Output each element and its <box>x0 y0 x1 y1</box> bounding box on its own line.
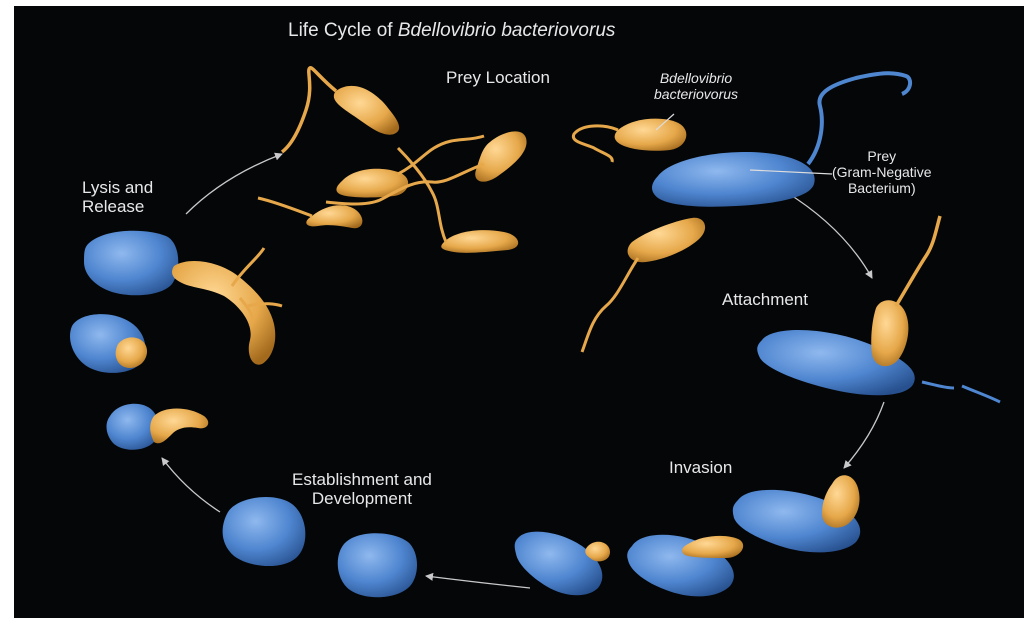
diagram-panel: Life Cycle of Bdellovibrio bacteriovorus… <box>14 6 1024 618</box>
label-predator-species: Bdellovibrio bacteriovorus <box>654 70 738 102</box>
predator-cell <box>441 230 518 253</box>
diagram-title: Life Cycle of Bdellovibrio bacteriovorus <box>288 20 615 42</box>
predator-cell <box>336 169 408 198</box>
label-lysis-release: Lysis and Release <box>82 178 153 216</box>
approaching-predator <box>582 218 705 352</box>
invasion-stage <box>515 475 861 596</box>
label-prey-location: Prey Location <box>446 68 550 87</box>
label-establishment: Establishment and Development <box>292 470 432 508</box>
arrow-establishment-to-lysis <box>162 458 220 512</box>
predator-cell <box>475 131 526 181</box>
predator-flagellum <box>282 68 336 152</box>
annotated-predator <box>573 114 686 162</box>
attachment-stage <box>757 216 1000 402</box>
predator-cell <box>306 205 362 228</box>
lysis-stage <box>70 231 282 450</box>
life-cycle-illustration <box>14 6 1024 618</box>
arrow-lysis-to-prey-location <box>186 154 282 214</box>
label-attachment: Attachment <box>722 290 808 309</box>
arrow-prey-to-attachment <box>786 192 872 278</box>
predator-cell <box>334 86 399 135</box>
arrow-invasion-to-establishment <box>426 576 530 588</box>
prey-location-predators <box>258 68 527 253</box>
label-invasion: Invasion <box>669 458 732 477</box>
arrow-attachment-to-invasion <box>844 402 884 468</box>
predator-flagellum <box>398 148 446 242</box>
establishment-stage <box>223 497 417 597</box>
predator-flagellum <box>258 198 312 216</box>
label-prey-bacterium: Prey (Gram-Negative Bacterium) <box>832 148 932 196</box>
